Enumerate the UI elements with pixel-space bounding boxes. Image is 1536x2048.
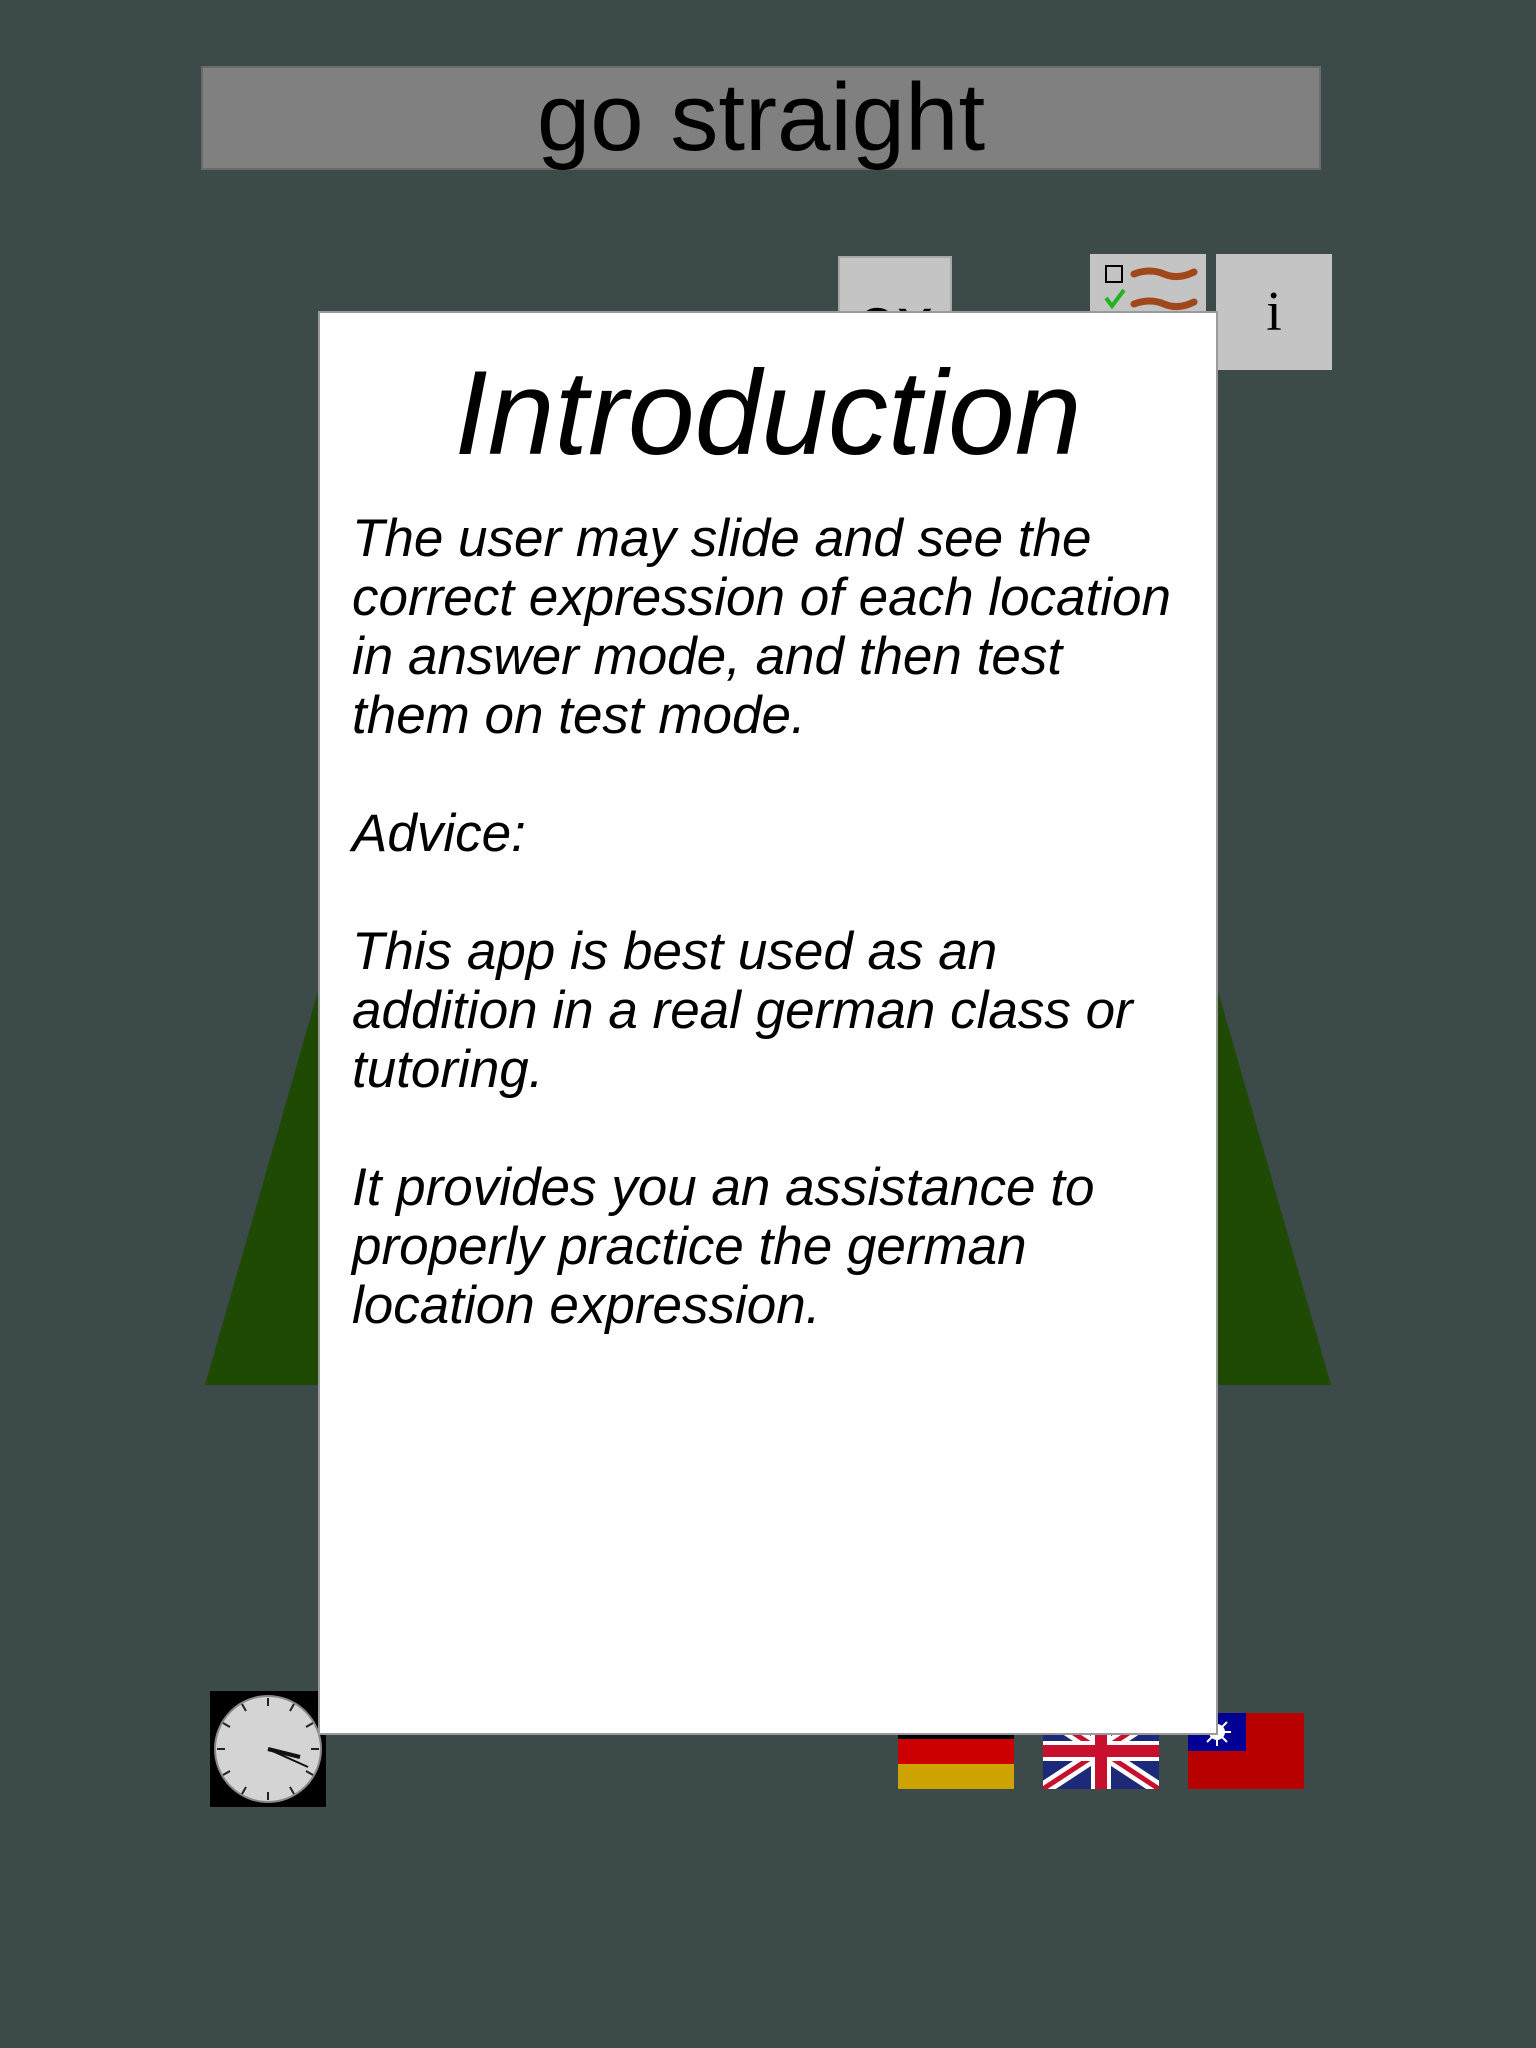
checklist-icon — [1104, 265, 1198, 311]
info-button-label: i — [1266, 281, 1282, 343]
clock-icon — [214, 1695, 322, 1803]
dialog-title: Introduction — [454, 346, 1082, 480]
dialog-body-text: The user may slide and see the correct e… — [352, 509, 1171, 1335]
introduction-dialog: Introduction The user may slide and see … — [318, 311, 1218, 1735]
instruction-banner: go straight — [201, 66, 1321, 170]
clock-button[interactable] — [210, 1691, 326, 1807]
instruction-text: go straight — [536, 64, 986, 171]
info-button[interactable]: i — [1216, 254, 1332, 370]
